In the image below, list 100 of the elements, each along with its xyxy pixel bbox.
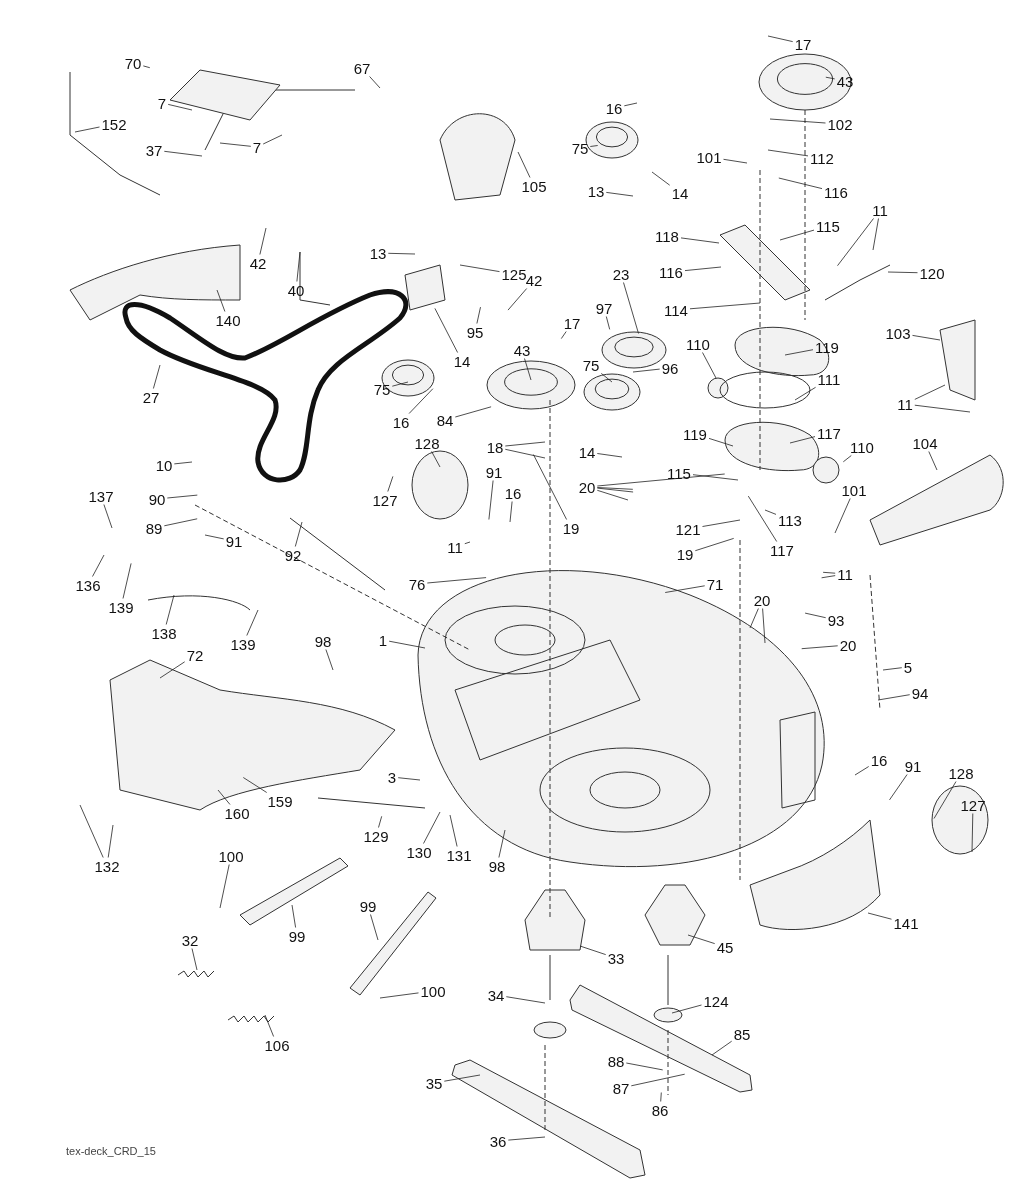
leader-line	[625, 1062, 664, 1071]
leader-line	[842, 455, 852, 463]
callout-number: 20	[838, 637, 858, 653]
callout-number: 85	[732, 1026, 752, 1042]
callout-number: 75	[581, 357, 601, 373]
callout-number: 20	[752, 592, 772, 608]
leader-line	[507, 1136, 546, 1141]
callout-number: 71	[705, 576, 725, 592]
callout-number: 115	[815, 218, 841, 234]
leader-line	[605, 316, 611, 330]
callout-number: 23	[611, 266, 631, 282]
callout-number: 127	[959, 797, 987, 813]
callout-number: 1	[377, 632, 389, 648]
callout-number: 117	[769, 542, 795, 558]
leader-line	[632, 368, 661, 373]
callout-number: 90	[147, 491, 167, 507]
leader-line	[426, 577, 487, 584]
callout-number: 98	[313, 633, 333, 649]
leader-line	[779, 229, 815, 241]
callout-number: 139	[107, 599, 135, 615]
callout-number: 116	[658, 264, 684, 280]
callout-number: 127	[371, 492, 399, 508]
leader-line	[687, 934, 716, 944]
callout-number: 125	[500, 266, 528, 282]
leader-line	[204, 534, 225, 540]
callout-number: 34	[486, 987, 506, 1003]
callout-number: 13	[368, 245, 388, 261]
leader-line	[369, 76, 381, 89]
callout-number: 89	[144, 520, 164, 536]
leader-line	[596, 487, 634, 490]
callout-number: 18	[485, 439, 505, 455]
leader-line	[723, 158, 748, 164]
callout-number: 27	[141, 389, 161, 405]
callout-number: 96	[660, 360, 680, 376]
leader-line	[794, 386, 816, 401]
leader-line	[684, 266, 722, 271]
leader-line	[163, 518, 198, 527]
leader-line	[711, 1040, 733, 1056]
callout-number: 117	[816, 425, 842, 441]
leader-line	[504, 448, 546, 459]
leader-line	[122, 563, 132, 599]
leader-line	[242, 777, 268, 793]
callout-number: 75	[372, 381, 392, 397]
callout-number: 124	[702, 993, 730, 1009]
leader-line	[762, 608, 766, 644]
leader-line	[391, 381, 409, 387]
leader-line	[914, 404, 971, 413]
leader-line	[912, 335, 941, 341]
leader-line	[821, 575, 836, 579]
leader-line	[325, 649, 334, 671]
leader-line	[660, 1092, 662, 1102]
leader-line	[784, 349, 814, 356]
callout-number: 128	[413, 435, 441, 451]
leader-line	[507, 288, 528, 311]
leader-line	[79, 804, 104, 858]
leader-line	[431, 451, 441, 468]
callout-number: 99	[358, 898, 378, 914]
callout-number: 32	[180, 932, 200, 948]
callout-number: 93	[826, 612, 846, 628]
leader-line	[971, 813, 974, 853]
leader-line	[837, 218, 874, 267]
leader-line	[165, 594, 175, 625]
leader-line	[889, 774, 908, 801]
callout-number: 91	[484, 464, 504, 480]
callout-number: 14	[452, 353, 472, 369]
callout-number: 118	[654, 228, 680, 244]
leader-line	[74, 126, 100, 133]
callout-number: 160	[223, 805, 251, 821]
leader-line	[877, 694, 911, 701]
leader-line	[434, 308, 458, 353]
callout-number: 100	[419, 983, 447, 999]
drawing-code: tex-deck_CRD_15	[66, 1145, 156, 1157]
leader-line	[778, 177, 823, 189]
callout-number: 131	[445, 847, 473, 863]
leader-line	[671, 1004, 702, 1014]
leader-line	[219, 864, 230, 909]
callout-number: 91	[903, 758, 923, 774]
leader-line	[596, 489, 629, 501]
callout-number: 35	[424, 1075, 444, 1091]
callout-number: 110	[849, 439, 875, 455]
leader-line	[217, 789, 231, 805]
leader-line	[887, 271, 918, 274]
callout-number: 3	[386, 769, 398, 785]
callout-number: 11	[871, 202, 889, 218]
callout-number: 11	[446, 539, 464, 555]
leader-line	[651, 171, 671, 186]
callout-number: 19	[561, 520, 581, 536]
leader-line	[153, 364, 161, 389]
leader-line	[262, 134, 283, 145]
callout-number: 129	[362, 828, 390, 844]
callout-number: 119	[682, 426, 708, 442]
leader-line	[605, 192, 634, 197]
leader-line	[596, 473, 726, 487]
leader-line	[264, 1014, 274, 1037]
leader-line	[702, 519, 741, 527]
callout-number: 19	[675, 546, 695, 562]
callout-number: 100	[217, 848, 245, 864]
leader-line	[579, 945, 607, 955]
leader-line	[191, 948, 198, 971]
callout-number: 101	[840, 482, 868, 498]
